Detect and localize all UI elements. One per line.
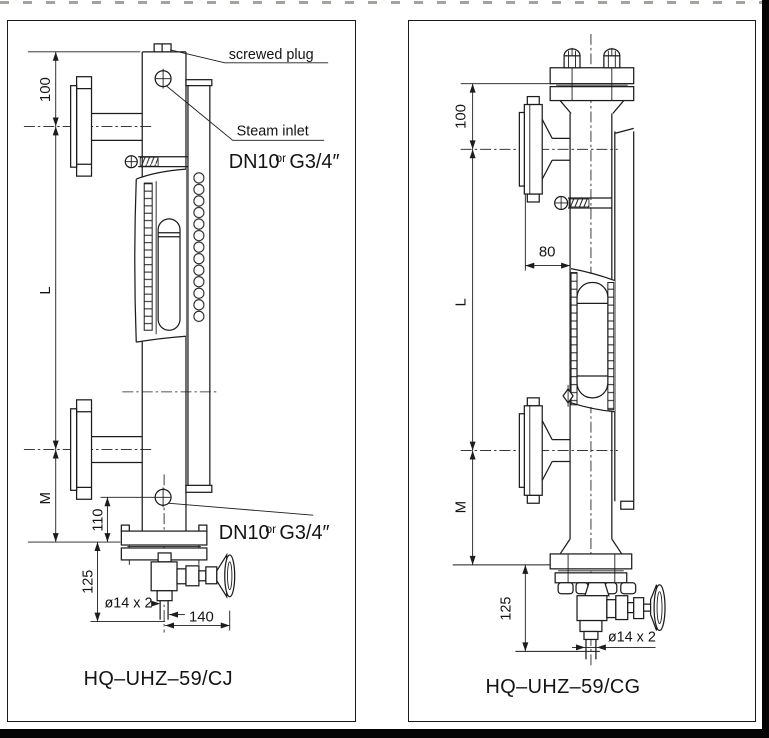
- dim-80-right: 80: [539, 245, 556, 261]
- drain-pipe: [159, 600, 169, 620]
- scan-artifact-top: [0, 1, 769, 4]
- process-connections-right: [518, 95, 571, 504]
- dim-125-right: 125: [498, 597, 514, 621]
- dim-L-left: L: [38, 286, 54, 294]
- inlet-size-or: or: [275, 151, 286, 165]
- dim-110-left: 110: [90, 509, 106, 532]
- drain-inlet-symbol: [154, 487, 172, 508]
- indicator-rail: [614, 127, 635, 510]
- scan-artifact-bottom: [0, 729, 769, 738]
- magnetic-ball-column: [193, 172, 205, 323]
- gauge-title-right: HQ–UHZ–59/CG: [486, 676, 641, 698]
- dim-L-right: L: [454, 298, 470, 306]
- drain-valve-left: [120, 524, 236, 620]
- lower-nozzle-flange: [70, 399, 143, 500]
- screwed-plug: [153, 43, 172, 53]
- breakout-window: [134, 168, 187, 343]
- scale-strip: [143, 182, 153, 331]
- vent-screw: [124, 155, 188, 169]
- gauge-title-left: HQ–UHZ–59/CJ: [84, 668, 233, 690]
- drain-valve-right: [549, 538, 666, 660]
- screw-marker: [562, 384, 574, 407]
- drawing-left: screwed plug Steam inlet DN10 or G3/4″ D…: [23, 43, 340, 690]
- dim-100-left: 100: [38, 77, 54, 102]
- dim-125-left: 125: [81, 570, 97, 594]
- inlet-size-g: G3/4″: [289, 151, 339, 173]
- upper-nozzle-flange: [70, 76, 143, 177]
- stud-bolt: [563, 48, 581, 69]
- callout-screwed-plug: screwed plug: [229, 47, 314, 63]
- handwheel: [224, 554, 236, 598]
- valve-body: [576, 595, 608, 622]
- dim-pipe-spec-right: ø14 x 2: [608, 629, 656, 645]
- process-connections-left: [70, 76, 143, 500]
- breakout-window: [570, 267, 616, 413]
- dimension-lines-left: [23, 51, 231, 633]
- steam-inlet-symbol: [154, 68, 172, 89]
- float: [576, 281, 609, 399]
- dim-M-right: M: [454, 501, 470, 513]
- handwheel: [653, 584, 666, 632]
- vent-screw: [554, 195, 612, 211]
- leader-screwed-plug: [169, 49, 329, 64]
- lower-nozzle-flange: [518, 397, 571, 504]
- dim-pipe-spec-left: ø14 x 2: [104, 596, 152, 612]
- float: [157, 218, 181, 331]
- drawing-right-panel: 100 L M 80 125 ø14 x 2 HQ–UHZ–59/CG: [408, 20, 756, 722]
- top-flange: [549, 47, 635, 114]
- drawing-left-panel: screwed plug Steam inlet DN10 or G3/4″ D…: [7, 20, 356, 722]
- drain-size-or: or: [266, 522, 277, 536]
- callout-steam-inlet: Steam inlet: [237, 123, 309, 139]
- stud-bolt: [603, 48, 621, 69]
- indicator-rail: [185, 79, 213, 493]
- inlet-size-dn: DN10: [229, 151, 280, 173]
- gauge-body-right: [549, 33, 635, 667]
- drain-pipe: [585, 639, 597, 660]
- leader-steam-inlet: [165, 85, 325, 141]
- dim-M-left: M: [38, 492, 54, 504]
- dim-100-right: 100: [454, 104, 470, 129]
- leader-drain-size: [168, 502, 314, 516]
- drawing-right: 100 L M 80 125 ø14 x 2 HQ–UHZ–59/CG: [452, 33, 666, 698]
- valve-body: [150, 561, 178, 592]
- scan-artifact-right: [762, 0, 769, 738]
- drain-size-dn: DN10: [219, 522, 270, 544]
- dim-140-left: 140: [189, 610, 214, 626]
- drain-size-g: G3/4″: [279, 522, 329, 544]
- gauge-body-left: [124, 43, 329, 532]
- upper-nozzle-flange: [518, 95, 571, 203]
